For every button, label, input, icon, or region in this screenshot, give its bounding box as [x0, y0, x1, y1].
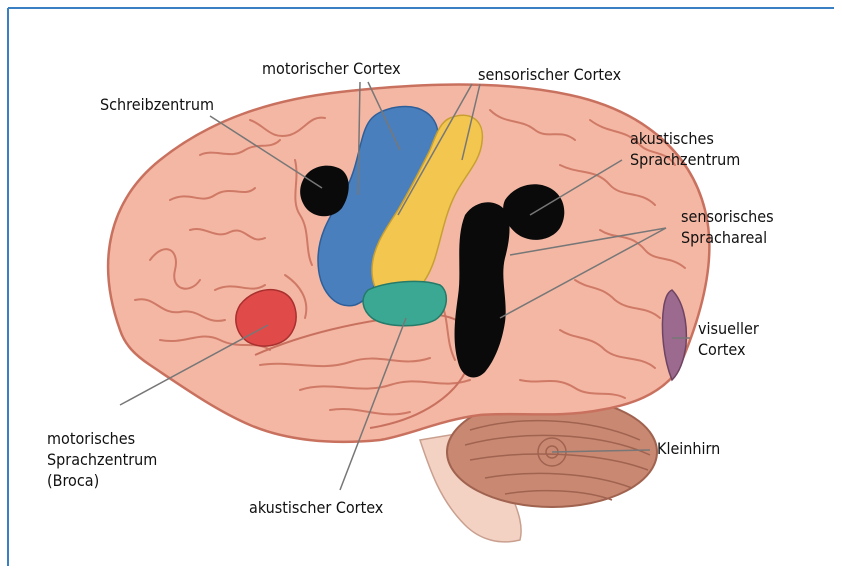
auditory-cortex: [363, 281, 446, 325]
label-visual-cortex: visueller Cortex: [698, 318, 759, 360]
label-visual-cortex-line2: Cortex: [698, 339, 759, 360]
label-broca-line1: motorisches: [47, 428, 157, 449]
label-writing-center: Schreibzentrum: [100, 94, 214, 115]
label-sensory-cortex: sensorischer Cortex: [478, 64, 621, 85]
label-auditory-language-center-line1: akustisches: [630, 128, 740, 149]
label-auditory-language-center-line2: Sprachzentrum: [630, 149, 740, 170]
label-motor-cortex: motorischer Cortex: [262, 58, 401, 79]
label-broca-line3: (Broca): [47, 470, 157, 491]
label-sensory-language-area: sensorisches Sprachareal: [681, 206, 774, 248]
label-auditory-language-center: akustisches Sprachzentrum: [630, 128, 740, 170]
label-cerebellum: Kleinhirn: [657, 438, 720, 459]
label-visual-cortex-line1: visueller: [698, 318, 759, 339]
label-sensory-language-area-line1: sensorisches: [681, 206, 774, 227]
label-auditory-cortex: akustischer Cortex: [249, 497, 383, 518]
label-broca-line2: Sprachzentrum: [47, 449, 157, 470]
label-broca: motorisches Sprachzentrum (Broca): [47, 428, 157, 491]
label-sensory-language-area-line2: Sprachareal: [681, 227, 774, 248]
